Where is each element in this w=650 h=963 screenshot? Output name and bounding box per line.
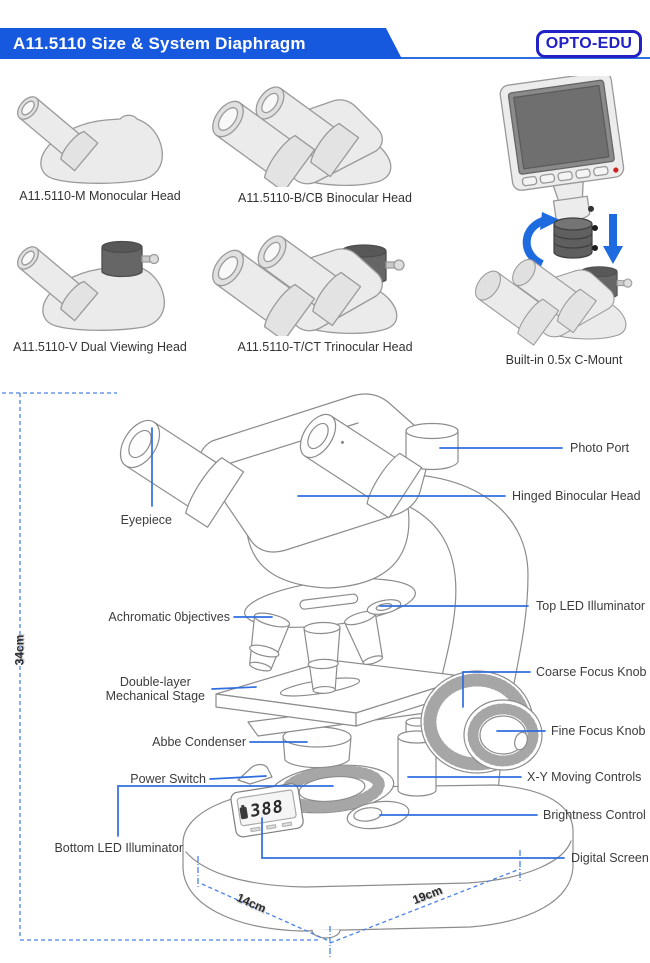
trinocular-head-illustration [212, 235, 405, 336]
foot [311, 929, 341, 939]
display-value: 388 [250, 796, 284, 822]
leader-power [209, 775, 267, 780]
dual-viewing-caption: A11.5110-V Dual Viewing Head [13, 340, 187, 354]
battery-icon [239, 806, 249, 820]
label-photo-port: Photo Port [570, 441, 630, 455]
leader-coarse [462, 671, 531, 708]
label-top-led: Top LED Illuminator [536, 599, 646, 613]
fine-knob-part [463, 699, 543, 771]
cmount-caption: Built-in 0.5x C-Mount [505, 353, 623, 367]
label-stage: Double-layer Mechanical Stage [105, 675, 205, 703]
brand-logo: OPTO-EDU [536, 30, 642, 58]
cmount-head-illustration [474, 258, 633, 346]
brand-logo-text: OPTO-EDU [545, 35, 633, 52]
eyepiece-tube-rear [299, 413, 423, 519]
label-condenser: Abbe Condenser [152, 735, 246, 749]
label-objectives: Achromatic 0bjectives [108, 610, 230, 624]
binocular-caption: A11.5110-B/CB Binocular Head [238, 191, 412, 205]
binocular-head-illustration [212, 86, 392, 187]
label-bottom-led: Bottom LED Illuminator [54, 841, 183, 855]
page-title: A11.5110 Size & System Diaphragm [13, 33, 306, 53]
adapter-rings [553, 217, 598, 259]
down-arrow-icon [603, 214, 623, 264]
leader-lines [117, 427, 565, 859]
digital-screen-part [230, 783, 304, 838]
monocular-caption: A11.5110-M Monocular Head [19, 189, 181, 203]
label-fine-knob: Fine Focus Knob [551, 724, 646, 738]
dimension-height: 34cm [12, 634, 27, 666]
title-banner: A11.5110 Size & System Diaphragm [0, 28, 402, 59]
monocular-head-illustration [16, 96, 163, 184]
cmount-adapter-illustration [522, 212, 623, 268]
trinocular-caption: A11.5110-T/CT Trinocular Head [237, 340, 413, 354]
label-eyepiece: Eyepiece [120, 513, 172, 527]
leader-stage [211, 686, 257, 690]
label-xy-controls: X-Y Moving Controls [527, 770, 642, 784]
rotate-arrow-icon [522, 212, 560, 268]
label-hinged-head: Hinged Binocular Head [512, 489, 641, 503]
microscope-diagram [2, 392, 574, 958]
dimension-lines [2, 392, 521, 958]
brightness-part [346, 800, 410, 830]
leader-bottom-led [117, 785, 334, 837]
label-power-switch: Power Switch [130, 772, 206, 786]
eyepiece-tube-front [119, 419, 245, 528]
label-digital-screen: Digital Screen [571, 851, 649, 865]
label-coarse-knob: Coarse Focus Knob [536, 665, 647, 679]
leader-digital [261, 817, 565, 859]
power-switch-part [237, 763, 273, 785]
label-brightness: Brightness Control [543, 808, 646, 822]
dual-viewing-head-illustration [16, 240, 165, 331]
digital-screen-illustration [499, 76, 625, 222]
